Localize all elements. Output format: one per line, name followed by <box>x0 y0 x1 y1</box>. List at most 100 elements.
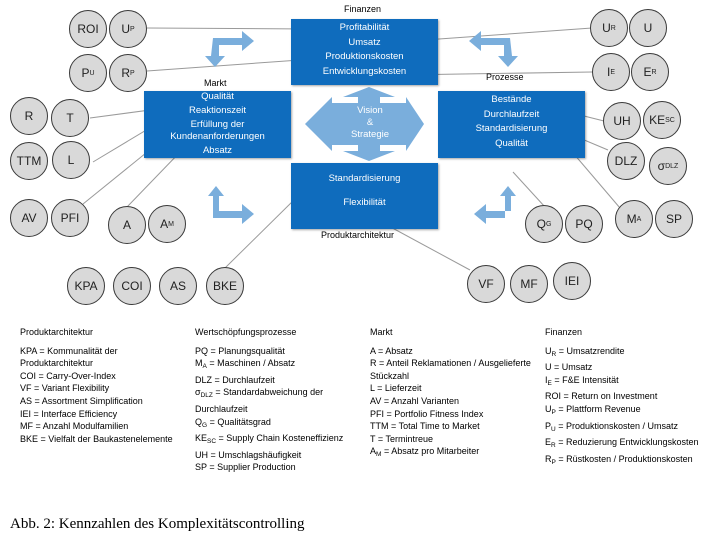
prozesse-item: Bestände <box>491 94 532 105</box>
legend-heading: Finanzen <box>545 327 583 337</box>
legend-abbr: R <box>545 453 552 464</box>
kpi-circle-text: M <box>626 212 637 226</box>
kpi-circle-coi: COI <box>113 267 151 305</box>
kpi-circle-text: R <box>121 66 130 80</box>
legend-definition: = F&E Intensität <box>551 374 619 385</box>
legend-definition: = Anteil Reklamationen / Ausgelieferte S… <box>370 358 531 381</box>
kpi-circle-text: A <box>122 218 131 232</box>
legend-definition: = Absatz <box>375 345 413 356</box>
produktarchitektur-label: Produktarchitektur <box>321 230 395 240</box>
legend-entry: TTM = Total Time to Market <box>370 420 535 433</box>
legend-abbr: PQ <box>195 345 209 356</box>
legend-abbr: I <box>545 374 548 385</box>
kpi-circle-text: U <box>121 22 130 36</box>
legend-abbr: AS <box>20 395 33 406</box>
legend-entry: BKE = Vielfalt der Baukastenelemente <box>20 433 185 446</box>
legend-definition: = Interface Efficiency <box>31 408 118 419</box>
kpi-circle-r: R <box>10 97 48 135</box>
kpi-circle-text: Q <box>536 217 546 231</box>
legend-abbr: BKE <box>20 433 39 444</box>
vision-line: Vision <box>357 105 383 116</box>
legend-column: Wertschöpfungsprozesse PQ = Planungsquali… <box>195 326 365 474</box>
legend-abbr: VF <box>20 383 32 394</box>
legend-definition: = Assortment Simplification <box>32 395 143 406</box>
markt-item: Kundenanforderungen <box>170 130 265 142</box>
vision-strategie-text: Vision & Strategie <box>330 105 410 141</box>
arrow-bottomright-icon <box>474 186 516 224</box>
legend-abbr: E <box>545 437 552 448</box>
vision-line: & <box>366 117 374 128</box>
legend-definition: = Maschinen / Absatz <box>206 358 296 369</box>
legend-abbr: AV <box>370 395 382 406</box>
markt-item: Qualität <box>201 91 234 102</box>
legend-entry: MF = Anzahl Modulfamilien <box>20 420 185 433</box>
legend-abbr: TTM <box>370 421 389 432</box>
kpi-circle-text: σ <box>657 159 666 173</box>
legend-entry: QG = Qualitätsgrad <box>195 416 365 433</box>
legend-entry: AV = Anzahl Varianten <box>370 395 535 408</box>
kpi-circle-dlz: DLZ <box>607 142 645 180</box>
markt-label: Markt <box>204 78 227 88</box>
kpi-circle-text: P <box>81 66 90 80</box>
legend-definition: = Produktionskosten / Umsatz <box>555 420 679 431</box>
prozesse-box: Bestände Durchlaufzeit Standardisierung … <box>438 91 585 158</box>
legend-definition: = Termintreue <box>375 433 433 444</box>
legend-entry: R = Anteil Reklamationen / Ausgelieferte… <box>370 357 535 382</box>
legend-definition: = Rüstkosten / Produktionskosten <box>555 453 693 464</box>
legend-definition: = Qualitätsgrad <box>207 416 271 427</box>
kpi-circle-subscript: E <box>610 68 615 76</box>
legend-entry: PQ = Planungsqualität <box>195 345 365 358</box>
kpi-circle-ttm: TTM <box>10 142 48 180</box>
legend-abbr-subscript: P <box>551 408 556 416</box>
legend-heading: Wertschöpfungsprozesse <box>195 327 297 337</box>
legend-definition: = Umsatzrendite <box>556 345 625 356</box>
legend-abbr-subscript: G <box>202 421 208 429</box>
kpi-circle-text: E <box>643 65 652 79</box>
kpi-circle-subscript: U <box>89 69 95 77</box>
finanzen-item: Entwicklungskosten <box>322 65 407 77</box>
legend-entry: PFI = Portfolio Fitness Index <box>370 408 535 421</box>
kpi-circle-text: SP <box>665 212 682 226</box>
kpi-circle-text: TTM <box>16 154 42 168</box>
kpi-circle-text: U <box>643 21 653 35</box>
kpi-circle-text: BKE <box>212 279 237 293</box>
legend-entry: KESC = Supply Chain Kosteneffizienz <box>195 432 365 449</box>
connector-bke <box>224 196 298 269</box>
legend-definition: = Reduzierung Entwicklungskosten <box>555 437 699 448</box>
legend-entry: PU = Produktionskosten / Umsatz <box>545 420 705 437</box>
legend-entry: ER = Reduzierung Entwicklungskosten <box>545 436 705 453</box>
kpi-circle-subscript: P <box>130 69 135 77</box>
kpi-circle-as: AS <box>159 267 197 305</box>
legend-abbr: KPA <box>20 345 37 356</box>
legend-definition: = Standardabweichung der Durchlaufzeit <box>195 387 324 414</box>
legend-abbr: R <box>370 358 377 369</box>
kpi-circle-text: VF <box>478 277 494 291</box>
kpi-circle-subscript: DLZ <box>665 162 679 170</box>
legend-definition: = Umschlagshäufigkeit <box>208 449 302 460</box>
legend-abbr-subscript: P <box>551 458 556 466</box>
produktarchitektur-item: Flexibilität <box>343 197 386 208</box>
arrow-topleft-icon <box>205 31 254 67</box>
legend-abbr-subscript: E <box>547 379 552 387</box>
legend-abbr: SP <box>195 462 207 473</box>
legend-abbr: U <box>545 345 552 356</box>
markt-item: Absatz <box>202 144 233 156</box>
legend-entry: VF = Variant Flexibility <box>20 382 185 395</box>
kpi-circle-text: U <box>602 21 611 35</box>
kpi-circle-roi: ROI <box>69 10 107 48</box>
kpi-circle-text: MF <box>520 277 538 291</box>
legend-definition: = Vielfalt der Baukastenelemente <box>38 433 173 444</box>
legend-abbr: IEI <box>20 408 32 419</box>
prozesse-label: Prozesse <box>486 72 524 82</box>
legend-entry: UP = Plattform Revenue <box>545 403 705 420</box>
finanzen-item: Profitabilität <box>339 22 390 33</box>
legend-heading: Produktarchitektur <box>20 327 94 337</box>
markt-item: Erfüllung der <box>190 118 245 130</box>
vision-cross-icon <box>305 87 424 161</box>
legend-definition: = Portfolio Fitness Index <box>384 408 484 419</box>
legend-abbr: A <box>370 345 376 356</box>
